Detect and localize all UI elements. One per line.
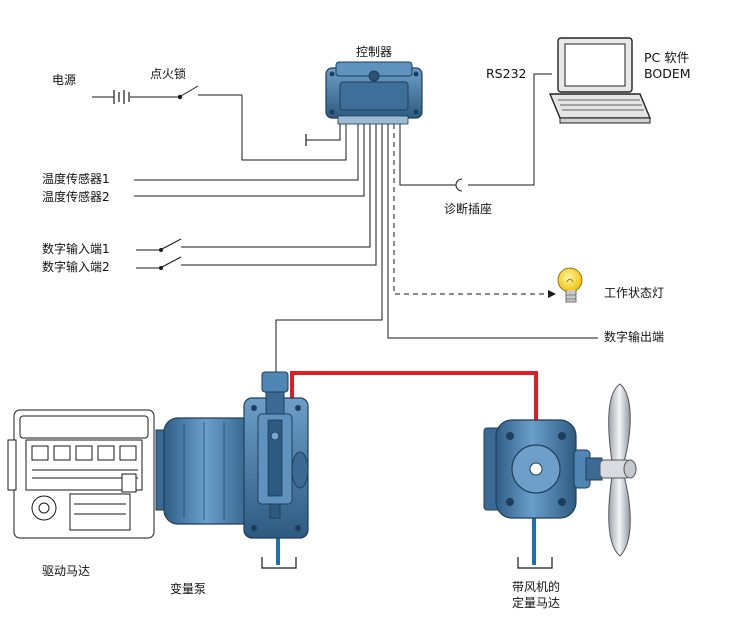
ignition-label: 点火锁	[150, 66, 186, 81]
digital-input-2-label: 数字输入端2	[42, 259, 110, 274]
temp-sensor-2-label: 温度传感器2	[42, 189, 110, 204]
rs232-label: RS232	[486, 66, 526, 81]
switch-icon	[159, 238, 182, 270]
fan-motor-label-1: 带风机的	[512, 579, 560, 594]
pump-icon	[155, 371, 309, 539]
bodem-label: BODEM	[644, 66, 691, 81]
temp-sensor-1-label: 温度传感器1	[42, 171, 110, 186]
variable-pump-label: 变量泵	[170, 581, 206, 596]
fan-icon	[599, 383, 637, 557]
power-label: 电源	[52, 73, 76, 87]
lamp-icon	[557, 267, 583, 303]
fan-motor-label-2: 定量马达	[512, 595, 560, 610]
controller-icon	[325, 61, 423, 125]
wiring	[92, 73, 598, 372]
laptop-icon	[548, 37, 652, 124]
digital-input-1-label: 数字输入端1	[42, 241, 110, 256]
battery-icon	[113, 90, 130, 104]
ignition-switch-icon	[177, 85, 199, 100]
motor-icon	[483, 419, 603, 519]
status-lamp-label: 工作状态灯	[604, 286, 664, 300]
engine-icon	[7, 409, 155, 539]
digital-output-label: 数字输出端	[604, 329, 664, 344]
drive-motor-label: 驱动马达	[42, 564, 90, 578]
controller-label: 控制器	[356, 45, 392, 59]
pc-software-label: PC 软件	[644, 50, 689, 65]
diag-socket-label: 诊断插座	[444, 201, 492, 216]
